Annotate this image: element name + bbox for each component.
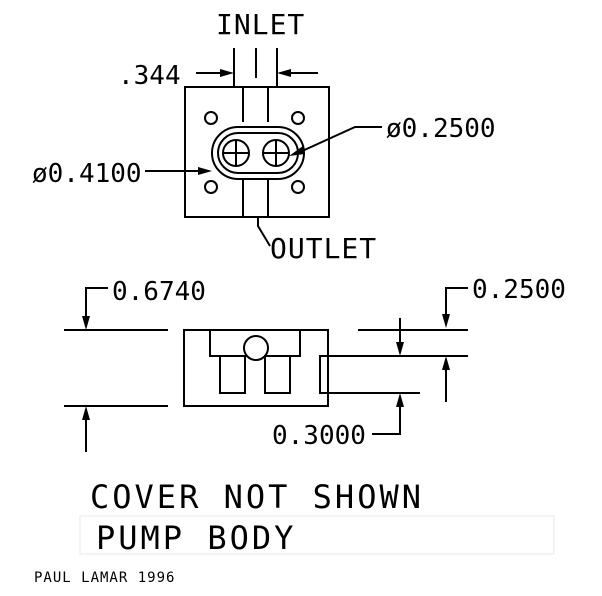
bolt-hole-bottom-left bbox=[204, 180, 218, 194]
top-depth-dimension-text: 0.2500 bbox=[472, 275, 566, 305]
side-bore-circle bbox=[243, 335, 269, 361]
height-arrow-top bbox=[82, 316, 90, 330]
side-right-pocket bbox=[264, 356, 291, 394]
side-right-port bbox=[319, 355, 328, 394]
large-hole-arrow bbox=[198, 167, 212, 175]
cover-not-shown-note: COVER NOT SHOWN bbox=[90, 478, 424, 516]
pump-body-title: PUMP BODY bbox=[96, 519, 296, 557]
top-depth-arrow bbox=[442, 314, 450, 328]
top-depth-arrow-up bbox=[442, 356, 450, 370]
notes: COVER NOT SHOWN PUMP BODY PAUL LAMAR 199… bbox=[34, 478, 555, 586]
small-hole-leader bbox=[299, 126, 382, 153]
oval-chamber-inner bbox=[217, 132, 299, 174]
top-depth-leader bbox=[445, 287, 468, 314]
bottom-depth-dimension-text: 0.3000 bbox=[272, 421, 366, 451]
side-view: 0.6740 0.2500 0.3000 bbox=[64, 275, 566, 452]
bottom-depth-leader bbox=[372, 407, 401, 435]
large-hole-dimension-text: ø0.4100 bbox=[32, 159, 142, 189]
bottom-depth-arrow bbox=[396, 393, 404, 407]
bolt-hole-top-right bbox=[291, 111, 305, 125]
outlet-label: OUTLET bbox=[270, 232, 377, 265]
height-dimension-text: 0.6740 bbox=[112, 277, 206, 307]
author-credit: PAUL LAMAR 1996 bbox=[34, 570, 175, 586]
side-left-pocket bbox=[219, 356, 246, 394]
bolt-hole-bottom-right bbox=[291, 180, 305, 194]
width-arrow-right bbox=[277, 69, 291, 77]
height-arrow-bottom bbox=[82, 406, 90, 420]
width-arrow-left bbox=[220, 69, 234, 77]
height-dim-leader bbox=[85, 287, 108, 316]
bolt-hole-top-left bbox=[204, 111, 218, 125]
outlet-leader bbox=[257, 217, 271, 247]
pump-body-plaque bbox=[79, 515, 555, 555]
inlet-label: INLET bbox=[216, 8, 305, 41]
small-hole-arrow bbox=[289, 146, 305, 156]
top-view: INLET .344 ø0.2500 bbox=[32, 8, 496, 265]
width-dimension-text: .344 bbox=[118, 61, 181, 91]
small-hole-dimension-text: ø0.2500 bbox=[386, 114, 496, 144]
mid-arrow-down bbox=[396, 342, 404, 356]
